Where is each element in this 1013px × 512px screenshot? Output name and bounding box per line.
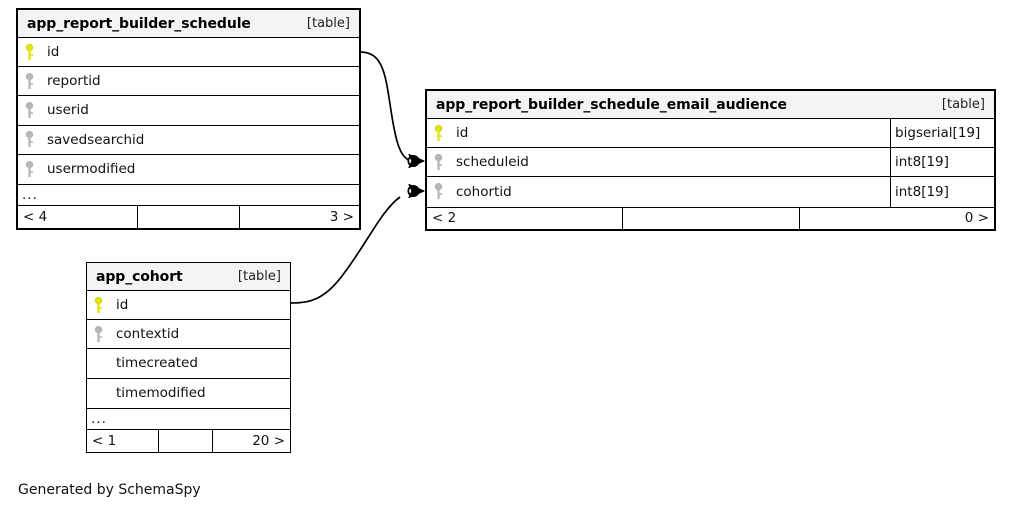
cardinality-zero-circle bbox=[407, 184, 420, 198]
table-row[interactable]: userid bbox=[18, 96, 359, 126]
key-icon-foreign bbox=[434, 153, 456, 171]
footer-middle bbox=[138, 205, 240, 228]
footer-parents-count: < 2 bbox=[427, 207, 623, 229]
column-cell: contextid bbox=[87, 320, 290, 348]
cardinality-zero-circle bbox=[407, 154, 420, 168]
table-title: app_report_builder_schedule_email_audien… bbox=[436, 96, 787, 113]
column-cell: timemodified bbox=[87, 379, 290, 408]
table-row[interactable]: timemodified bbox=[87, 379, 290, 408]
key-icon-primary bbox=[94, 296, 116, 314]
key-icon-foreign bbox=[25, 160, 47, 178]
footer-middle bbox=[623, 207, 800, 229]
table-header: app_report_builder_schedule [table] bbox=[18, 10, 359, 38]
column-cell: id bbox=[87, 291, 290, 319]
generator-credit: Generated by SchemaSpy bbox=[18, 482, 201, 498]
column-type: int8[19] bbox=[890, 148, 994, 177]
footer-parents-count: < 4 bbox=[18, 205, 138, 228]
key-icon-foreign bbox=[94, 325, 116, 343]
footer-children-count: 0 > bbox=[964, 210, 989, 227]
table-row[interactable]: scheduleid int8[19] bbox=[427, 148, 994, 178]
table-footer: < 1 20 > bbox=[87, 429, 290, 452]
column-cell: reportid bbox=[18, 67, 359, 95]
footer-children-count: 3 > bbox=[329, 208, 354, 225]
key-icon-primary bbox=[25, 43, 47, 61]
column-name: id bbox=[47, 44, 60, 61]
crowsfoot-arrowhead bbox=[408, 153, 425, 169]
column-cell: timecreated bbox=[87, 349, 290, 377]
column-name: id bbox=[116, 297, 129, 314]
key-icon-foreign bbox=[434, 183, 456, 200]
column-name: usermodified bbox=[47, 161, 136, 178]
column-name: userid bbox=[47, 102, 89, 119]
column-cell: id bbox=[427, 119, 890, 147]
column-cell: scheduleid bbox=[427, 148, 890, 176]
column-type: bigserial[19] bbox=[890, 119, 994, 148]
table-row[interactable]: id bbox=[87, 291, 290, 321]
table-row[interactable]: savedsearchid bbox=[18, 126, 359, 155]
table-title: app_report_builder_schedule bbox=[27, 15, 251, 32]
key-icon-primary bbox=[434, 124, 456, 142]
table-row[interactable]: usermodified bbox=[18, 155, 359, 184]
key-icon-foreign bbox=[25, 131, 47, 148]
column-name: contextid bbox=[116, 326, 180, 343]
column-name: id bbox=[456, 125, 469, 142]
table-app-report-builder-schedule[interactable]: app_report_builder_schedule [table] id bbox=[16, 8, 361, 230]
column-cell: usermodified bbox=[18, 155, 359, 184]
table-row[interactable]: reportid bbox=[18, 67, 359, 97]
column-name: timemodified bbox=[116, 385, 206, 402]
table-app-report-builder-schedule-email-audience[interactable]: app_report_builder_schedule_email_audien… bbox=[425, 89, 996, 231]
key-icon-foreign bbox=[25, 72, 47, 90]
table-kind-label: [table] bbox=[237, 269, 281, 284]
table-row[interactable]: cohortid int8[19] bbox=[427, 177, 994, 207]
column-type: int8[19] bbox=[890, 177, 994, 207]
column-cell: userid bbox=[18, 96, 359, 124]
table-header: app_report_builder_schedule_email_audien… bbox=[427, 91, 994, 119]
footer-parents-count: < 1 bbox=[87, 429, 159, 452]
footer-children-count: 20 > bbox=[252, 432, 285, 449]
table-row[interactable]: timecreated bbox=[87, 349, 290, 379]
column-name: timecreated bbox=[116, 355, 198, 372]
more-columns-indicator: ... bbox=[18, 183, 359, 206]
table-header: app_cohort [table] bbox=[87, 263, 290, 291]
footer-middle bbox=[159, 429, 213, 452]
table-kind-label: [table] bbox=[306, 16, 350, 31]
table-kind-label: [table] bbox=[941, 97, 985, 112]
table-row[interactable]: id bbox=[18, 38, 359, 68]
table-app-cohort[interactable]: app_cohort [table] id bbox=[86, 262, 291, 453]
column-name: scheduleid bbox=[456, 154, 529, 171]
crowsfoot-arrowhead bbox=[408, 183, 425, 199]
column-name: cohortid bbox=[456, 183, 512, 200]
table-row[interactable]: id bigserial[19] bbox=[427, 119, 994, 149]
relationship-schedule-to-audience bbox=[359, 51, 425, 169]
table-footer: < 2 0 > bbox=[427, 206, 994, 229]
table-row[interactable]: contextid bbox=[87, 320, 290, 350]
column-name: savedsearchid bbox=[47, 131, 145, 148]
column-cell: savedsearchid bbox=[18, 126, 359, 154]
key-icon-foreign bbox=[25, 101, 47, 119]
column-cell: id bbox=[18, 38, 359, 66]
column-name: reportid bbox=[47, 73, 101, 90]
table-footer: < 4 3 > bbox=[18, 205, 359, 228]
more-columns-indicator: ... bbox=[87, 407, 290, 430]
table-title: app_cohort bbox=[96, 268, 183, 285]
column-cell: cohortid bbox=[427, 177, 890, 206]
